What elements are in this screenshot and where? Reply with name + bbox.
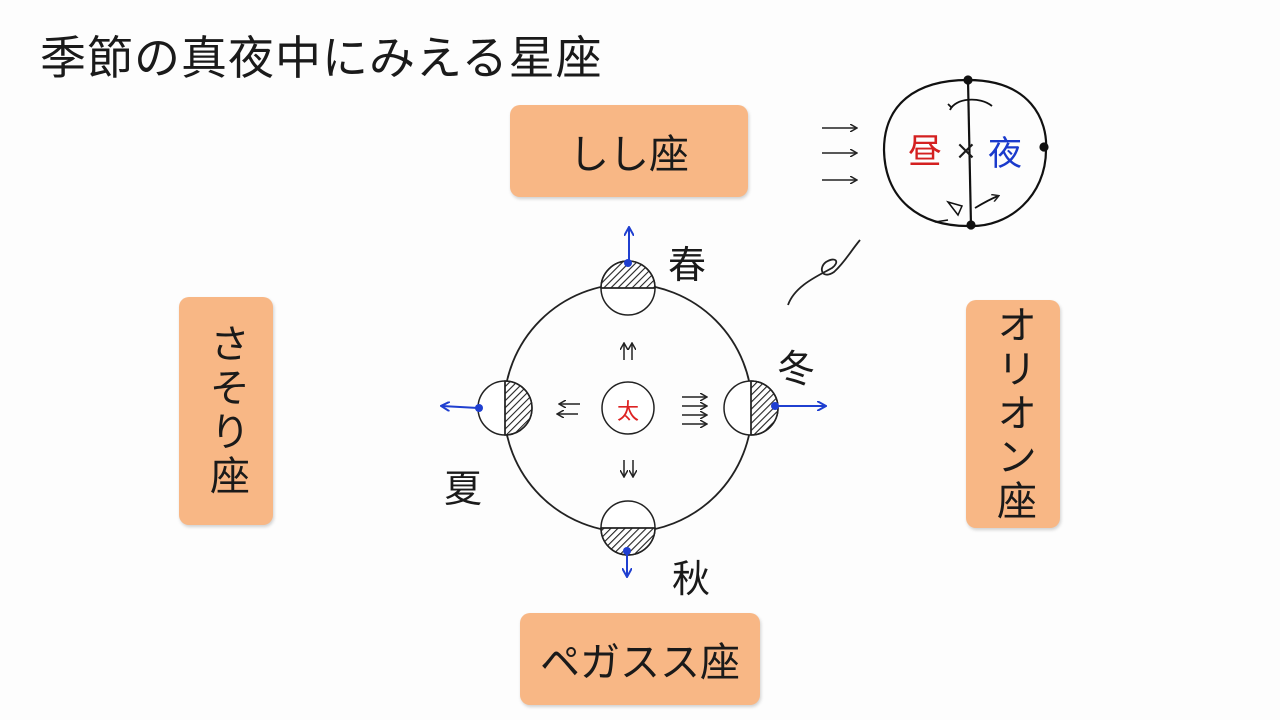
season-label-spring: 春 bbox=[668, 243, 707, 287]
constellation-label-orion: オリオン座 bbox=[990, 304, 1036, 524]
incoming-light-arrows bbox=[822, 128, 856, 180]
season-label-autumn: 秋 bbox=[672, 557, 711, 601]
inset-night-label: 夜 bbox=[988, 134, 1022, 174]
page-title: 季節の真夜中にみえる星座 bbox=[40, 31, 603, 85]
earth-winter bbox=[723, 380, 825, 436]
sun-label: 太 bbox=[617, 400, 640, 425]
inset-day-label: 昼 bbox=[908, 132, 942, 172]
sunlight-arrows bbox=[558, 344, 706, 476]
earth-autumn bbox=[600, 500, 656, 576]
constellation-box-leo: しし座 bbox=[510, 105, 748, 197]
earth-inset bbox=[882, 75, 1049, 230]
earth-spring bbox=[600, 228, 656, 316]
constellation-box-pegasus: ペガスス座 bbox=[520, 613, 760, 705]
constellation-box-orion: オリオン座 bbox=[966, 300, 1060, 528]
connector-squiggle bbox=[787, 239, 861, 306]
constellation-label-leo: しし座 bbox=[569, 132, 689, 178]
sun-circle bbox=[601, 381, 655, 435]
constellation-label-pegasus: ペガスス座 bbox=[540, 640, 740, 686]
constellation-box-scorpius: さそり座 bbox=[179, 297, 273, 525]
season-label-summer: 夏 bbox=[444, 467, 483, 511]
season-label-winter: 冬 bbox=[777, 347, 816, 391]
constellation-label-scorpius: さそり座 bbox=[203, 323, 249, 499]
inset-axis-mark: × bbox=[955, 136, 977, 166]
earth-summer bbox=[442, 380, 533, 436]
